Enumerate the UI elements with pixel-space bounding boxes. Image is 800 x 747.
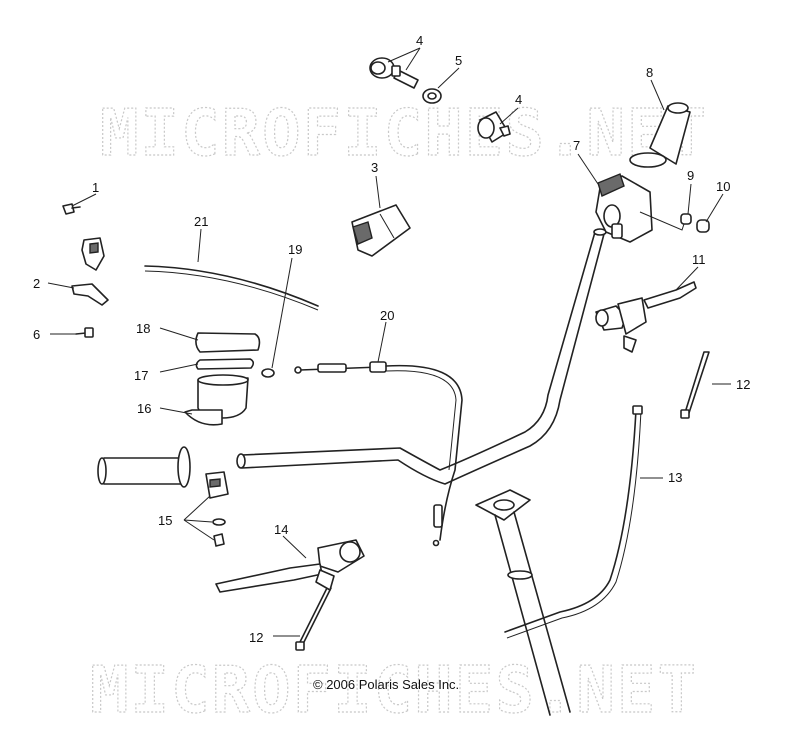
leader-lines: [47, 47, 731, 637]
callout-18: 18: [136, 321, 150, 336]
part-9-spacer: [680, 213, 692, 225]
part-11-lever: [595, 281, 697, 353]
part-1-screw: [62, 203, 81, 215]
callout-17: 17: [134, 368, 148, 383]
callout-5: 5: [455, 53, 462, 68]
callout-9: 9: [687, 168, 694, 183]
part-17-diaphragm: [195, 358, 255, 370]
part-14-master-cylinder: [215, 539, 365, 593]
callout-4a: 4: [416, 33, 423, 48]
callout-6: 6: [33, 327, 40, 342]
callout-7: 7: [573, 138, 580, 153]
steering-post: [475, 489, 571, 716]
part-21-cable: [144, 265, 319, 307]
part-15-clamp: [205, 471, 229, 547]
watermark-bottom: MICROFICHES.NET: [90, 654, 698, 728]
callout-16: 16: [137, 401, 151, 416]
part-6-bolt: [75, 327, 94, 338]
part-12-tie-right: [680, 351, 710, 419]
part-10-cap: [696, 219, 710, 233]
part-18-cap: [195, 332, 261, 353]
part-3-switch: [351, 204, 411, 257]
part-7-throttle-housing: [595, 173, 687, 243]
callout-8: 8: [646, 65, 653, 80]
callout-12a: 12: [736, 377, 750, 392]
watermark-top: MICROFICHES.NET: [100, 97, 708, 171]
callout-11: 11: [692, 252, 706, 267]
part-20-cable: [294, 361, 463, 547]
callout-2: 2: [33, 276, 40, 291]
part-8-right-grip: [629, 102, 691, 168]
handlebar: [236, 228, 607, 485]
callout-1: 1: [92, 180, 99, 195]
callout-4b: 4: [515, 92, 522, 107]
left-grip: [97, 446, 191, 488]
part-21-cable-edge: [144, 270, 319, 311]
callout-15: 15: [158, 513, 172, 528]
part-19-oring: [261, 368, 275, 378]
copyright-notice: © 2006 Polaris Sales Inc.: [313, 677, 460, 692]
callout-19: 19: [288, 242, 302, 257]
callout-3: 3: [371, 160, 378, 175]
callout-10: 10: [716, 179, 730, 194]
part-4-switch-body: [477, 111, 511, 143]
callout-13: 13: [668, 470, 682, 485]
part-16-reservoir: [184, 374, 249, 426]
callout-21: 21: [194, 214, 208, 229]
part-13-cable: [504, 405, 643, 639]
part-4-ignition: [369, 57, 419, 89]
part-12-tie-lower: [295, 587, 332, 651]
callout-12b: 12: [249, 630, 263, 645]
part-5-nut: [422, 88, 442, 104]
callout-14: 14: [274, 522, 288, 537]
callout-20: 20: [380, 308, 394, 323]
part-2-bracket: [71, 237, 109, 306]
